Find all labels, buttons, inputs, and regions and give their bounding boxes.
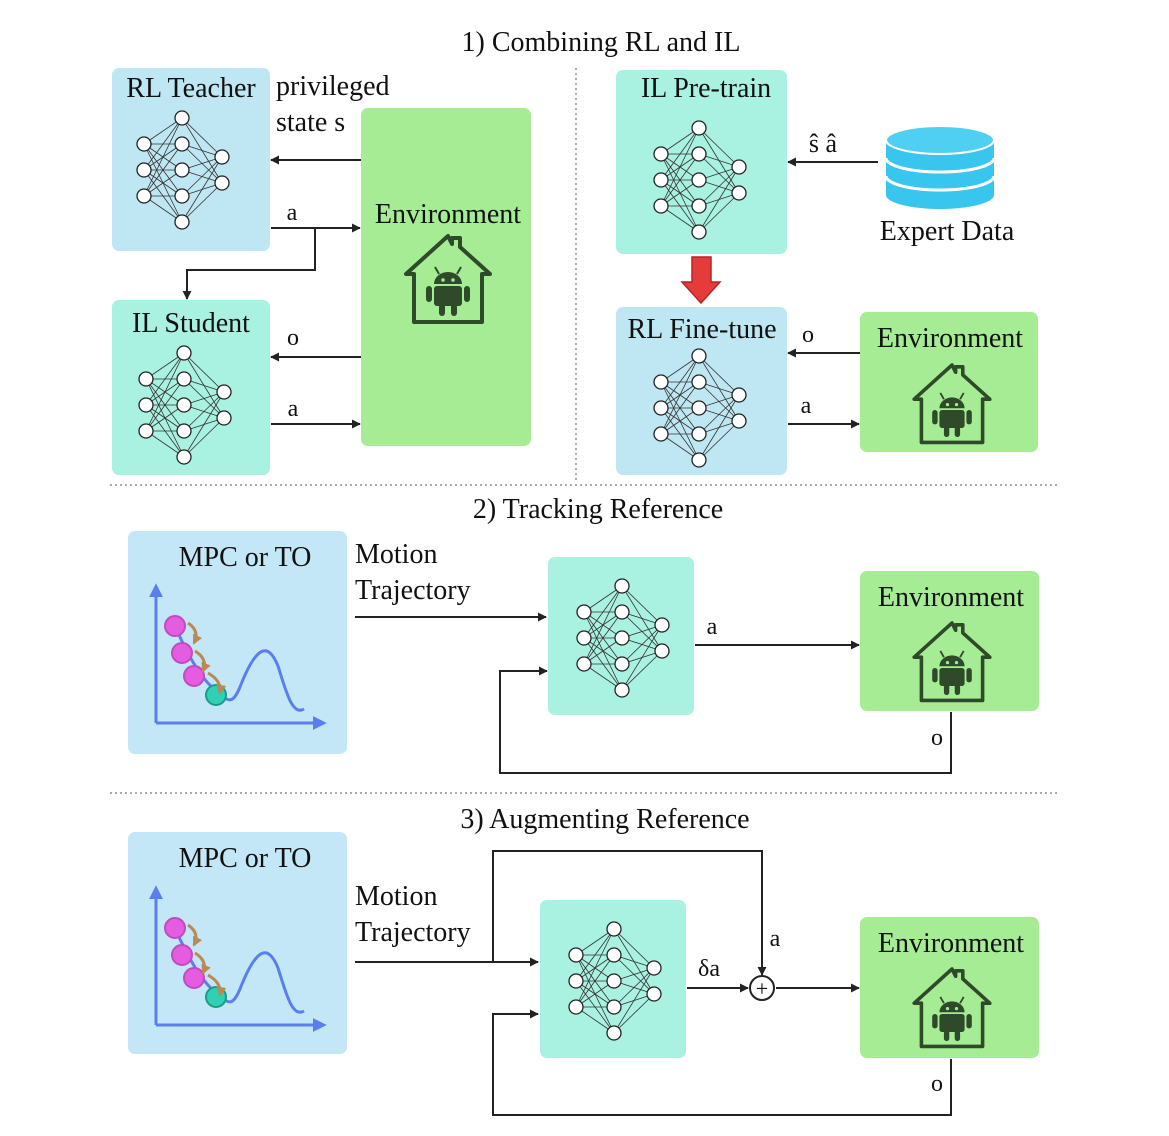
sum-junction-icon [749, 975, 775, 1001]
mpc-title-1: MPC or TO [179, 542, 312, 573]
section-title-tracking: 2) Tracking Reference [473, 494, 723, 525]
reference-action-label: a [770, 926, 781, 952]
teacher-action-label: a [287, 200, 298, 226]
trajectory-label-1: Trajectory [355, 575, 471, 606]
tracking-action-label: a [707, 614, 718, 640]
environment-label-1: Environment [375, 199, 521, 230]
augmenting-reference-panel: MPC or TO Motion Trajectory a δa + Envir… [128, 832, 1039, 1116]
augmenting-obs-loop [492, 1009, 952, 1116]
augmenting-obs-label: o [931, 1071, 943, 1097]
environment-label-2: Environment [877, 323, 1023, 354]
expert-data-symbols: ŝ â [809, 129, 838, 158]
mpc-box-1 [128, 531, 347, 754]
pretrain-to-finetune-arrow [680, 256, 722, 305]
finetune-action-label: a [801, 393, 812, 419]
pretrain-finetune-panel: IL Pre-train Expert Data ŝ â RL Fine-tun… [616, 70, 1038, 475]
environment-box-4 [860, 917, 1039, 1058]
motion-label-1: Motion [355, 539, 437, 570]
expert-data-label: Expert Data [880, 216, 1015, 247]
section-title-combining: 1) Combining RL and IL [462, 27, 741, 58]
rl-finetune-label: RL Fine-tune [627, 314, 776, 345]
il-pretrain-label: IL Pre-train [641, 73, 771, 104]
environment-box-3 [860, 571, 1039, 711]
tracking-obs-label: o [931, 725, 943, 751]
database-icon [884, 125, 996, 209]
student-action-label: a [288, 396, 299, 422]
motion-label-2: Motion [355, 881, 437, 912]
student-obs-label: o [287, 325, 299, 351]
mpc-title-2: MPC or TO [179, 843, 312, 874]
section-title-augmenting: 3) Augmenting Reference [460, 804, 749, 835]
finetune-obs-label: o [802, 322, 814, 348]
rl-teacher-label: RL Teacher [126, 73, 256, 104]
sum-symbol: + [756, 976, 768, 1001]
teacher-to-student-arrow [182, 228, 316, 300]
mpc-box-2 [128, 832, 347, 1054]
environment-box-2 [860, 312, 1038, 452]
il-student-label: IL Student [132, 308, 250, 339]
rl-teacher-box [112, 68, 270, 251]
trajectory-label-2: Trajectory [355, 917, 471, 948]
state-s-label: state s [276, 107, 345, 138]
tracking-reference-panel: MPC or TO Motion Trajectory Environment … [128, 531, 1039, 774]
reference-bypass-arrow [492, 850, 767, 976]
environment-label-3: Environment [878, 582, 1024, 613]
environment-label-4: Environment [878, 928, 1024, 959]
delta-action-label: δa [698, 956, 720, 982]
tracking-obs-loop [499, 666, 952, 774]
teacher-student-panel: RL Teacher IL Student Environment privil… [112, 68, 531, 475]
privileged-label: privileged [276, 71, 390, 102]
